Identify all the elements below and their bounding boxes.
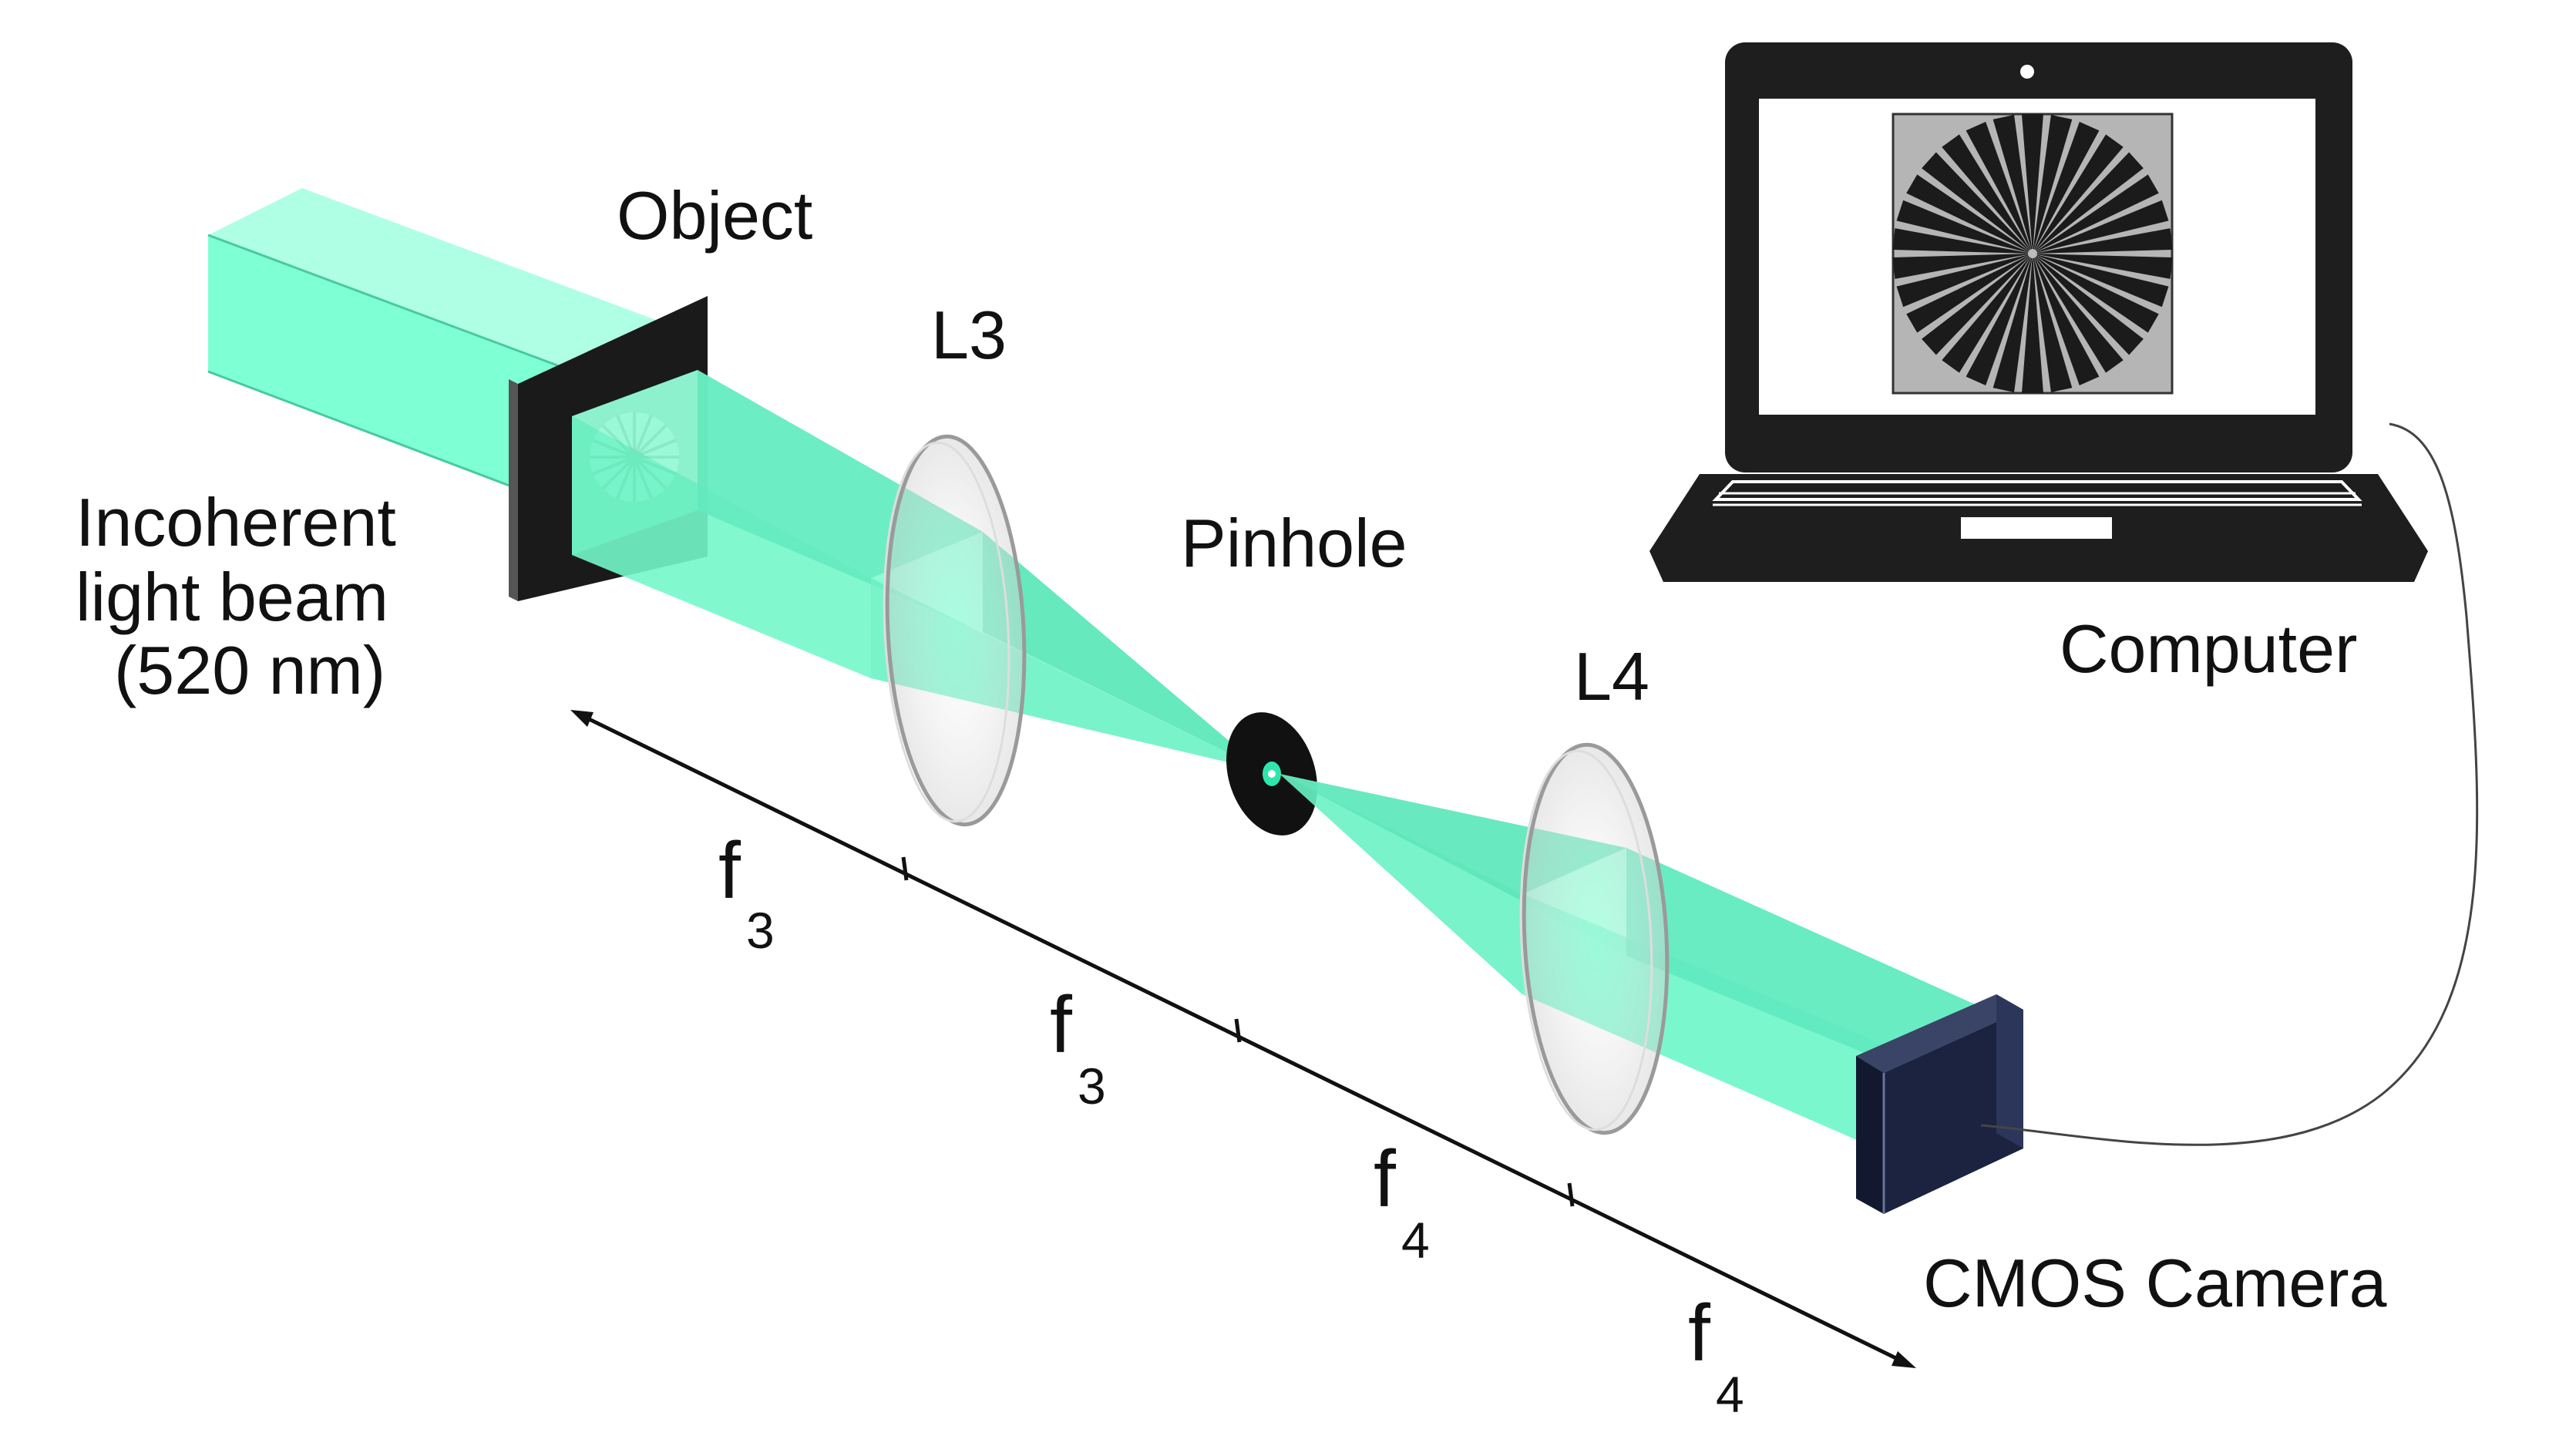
source-label-line2: light beam	[76, 559, 388, 635]
arrow-end-icon	[1892, 1351, 1916, 1368]
focal-label-1: f 3	[718, 826, 775, 959]
l4-label: L4	[1574, 638, 1649, 715]
webcam-icon	[2020, 65, 2034, 79]
svg-text:f: f	[1374, 1135, 1397, 1224]
tick-1	[901, 856, 909, 881]
svg-text:4: 4	[1716, 1366, 1744, 1423]
arrow-start-icon	[570, 710, 594, 727]
svg-text:f: f	[718, 826, 741, 916]
lens-l3	[883, 434, 1027, 827]
camera-cable	[1980, 422, 2479, 1146]
svg-text:4: 4	[1401, 1212, 1430, 1269]
focal-label-3: f 4	[1374, 1135, 1430, 1269]
tick-2	[1234, 1018, 1242, 1043]
cmos-camera	[1856, 994, 2023, 1214]
focal-label-4: f 4	[1688, 1289, 1744, 1423]
laptop-computer	[1649, 42, 2428, 582]
svg-text:3: 3	[746, 902, 775, 959]
svg-text:f: f	[1688, 1289, 1711, 1378]
source-label-line1: Incoherent	[76, 484, 396, 560]
pinhole-label: Pinhole	[1181, 505, 1407, 581]
computer-label: Computer	[2060, 610, 2357, 687]
focal-label-2: f 3	[1050, 980, 1106, 1115]
distance-arrows	[570, 710, 1916, 1368]
pinhole	[1226, 712, 1317, 836]
siemens-star-icon	[1892, 113, 2174, 395]
svg-text:f: f	[1050, 980, 1073, 1070]
source-label-line3: (520 nm)	[114, 632, 385, 708]
lens-l4	[1519, 742, 1670, 1135]
cmos-camera-label: CMOS Camera	[1923, 1245, 2386, 1321]
l3-label: L3	[931, 297, 1007, 373]
object-label: Object	[617, 177, 812, 254]
svg-text:3: 3	[1078, 1058, 1106, 1115]
laptop-touchpad	[1961, 517, 2112, 539]
tick-3	[1567, 1182, 1575, 1207]
